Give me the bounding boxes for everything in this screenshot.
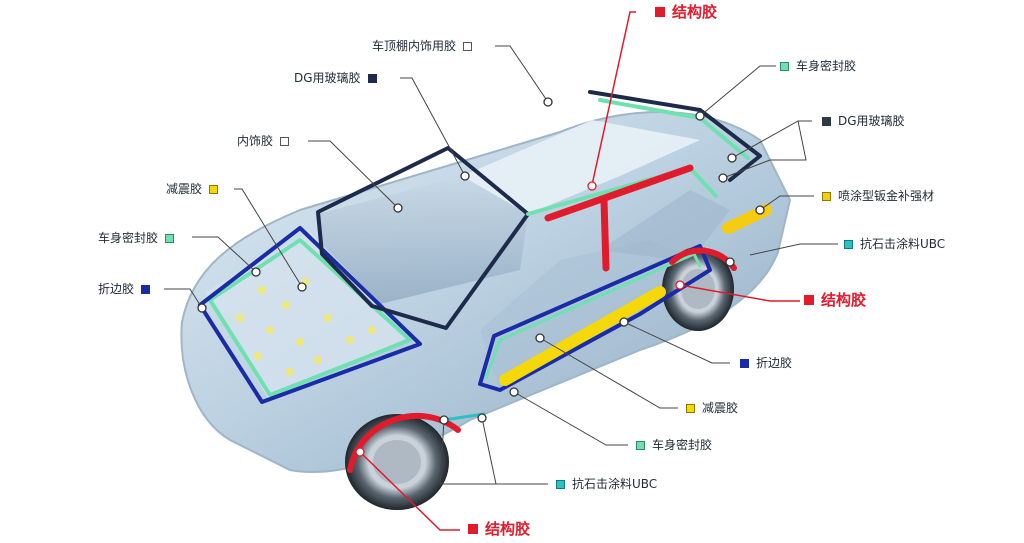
swatch-glass [367, 73, 377, 83]
leader-dg-glass-right-2 [722, 120, 807, 179]
label-text: 抗石击涂料UBC [572, 477, 658, 491]
leader-interior-trim [308, 140, 399, 209]
leader-hem-left [164, 288, 203, 309]
label-structural-top: 结构胶 [655, 3, 718, 21]
b-pillar-vertical [600, 196, 610, 272]
hood-seal-line [208, 238, 412, 397]
leader-spray [759, 195, 814, 211]
windshield-glass-line [316, 146, 530, 330]
leader-structural-right [679, 284, 800, 302]
label-text: 车顶棚内饰用胶 [372, 39, 457, 53]
label-roof-trim: 车顶棚内饰用胶 [372, 39, 473, 53]
leader-body-seal-bottom [513, 391, 628, 446]
label-text: 结构胶 [672, 3, 718, 21]
adhesive-lines [198, 90, 772, 473]
label-text: 喷涂型钣金补强材 [838, 189, 935, 203]
b-pillar-structural [544, 164, 694, 222]
label-text: DG用玻璃胶 [838, 114, 905, 128]
leader-ubc-bottom-2 [439, 419, 496, 485]
front-ubc-line [442, 412, 486, 422]
label-text: 结构胶 [485, 520, 531, 538]
swatch-body-seal [636, 440, 645, 450]
hood-hem-line [198, 226, 422, 404]
swatch-structural [655, 7, 665, 17]
swatch-glass-dark [822, 116, 831, 126]
leader-hem-right [623, 321, 730, 364]
swatch-damping [686, 403, 695, 413]
label-text: 车身密封胶 [652, 438, 713, 452]
label-ubc-bottom: 抗石击涂料UBC [556, 477, 657, 491]
label-structural-bottom: 结构胶 [468, 520, 531, 538]
label-spray-reinforce: 喷涂型钣金补强材 [822, 189, 934, 203]
leader-structural-bottom [359, 451, 460, 531]
swatch-ubc [556, 479, 565, 489]
swatch-hem [740, 358, 749, 368]
label-text: 减震胶 [166, 182, 203, 196]
leader-dg-glass-left [400, 77, 466, 177]
label-hem-right: 折边胶 [740, 356, 792, 370]
swatch-interior [280, 136, 290, 146]
leader-roof-trim [495, 45, 549, 103]
label-text: 折边胶 [756, 356, 793, 370]
swatch-body-seal [780, 61, 789, 71]
label-text: 折边胶 [98, 282, 135, 296]
rear-glass-line [588, 90, 762, 182]
label-text: 结构胶 [821, 291, 867, 309]
swatch-hem [141, 284, 151, 294]
label-text: 车身密封胶 [796, 59, 857, 73]
label-body-seal-left: 车身密封胶 [98, 231, 175, 245]
label-damping-left: 减震胶 [166, 182, 219, 196]
label-dg-glass-left: DG用玻璃胶 [294, 71, 377, 85]
rear-wheel [662, 247, 734, 331]
swatch-interior [463, 41, 473, 51]
leader-structural-top [591, 11, 636, 186]
door-hem-line [478, 244, 712, 392]
label-text: 内饰胶 [237, 134, 274, 148]
swatch-structural [804, 295, 814, 305]
leader-body-seal-left [192, 236, 257, 273]
label-ubc-right: 抗石击涂料UBC [844, 237, 945, 251]
label-body-seal-right: 车身密封胶 [780, 59, 856, 73]
label-damping-right: 减震胶 [686, 401, 738, 415]
label-text: DG用玻璃胶 [294, 71, 361, 85]
label-dg-glass-right: DG用玻璃胶 [822, 114, 905, 128]
label-text: 车身密封胶 [98, 231, 159, 245]
anchor-dots [197, 97, 765, 457]
swatch-structural [468, 524, 478, 534]
label-body-seal-bottom: 车身密封胶 [636, 438, 712, 452]
label-text: 减震胶 [702, 401, 739, 415]
leader-ubc-right [749, 243, 838, 256]
swatch-ubc [844, 239, 853, 249]
hood-damping-dots [236, 278, 376, 376]
door-seal-line [484, 252, 702, 380]
label-text: 抗石击涂料UBC [860, 237, 946, 251]
swatch-damping [209, 184, 219, 194]
door-damping-strip [499, 286, 666, 386]
leader-damping-left [234, 188, 303, 288]
front-wheel [345, 414, 449, 510]
leader-lines [164, 11, 838, 531]
label-interior-trim: 内饰胶 [237, 134, 290, 148]
leader-ubc-bottom [481, 417, 548, 485]
swatch-spray [822, 191, 831, 201]
leader-body-seal-right [699, 65, 776, 117]
label-structural-right: 结构胶 [804, 291, 867, 309]
leader-damping-right [539, 337, 678, 409]
swatch-body-seal [165, 233, 175, 243]
label-hem-left: 折边胶 [98, 282, 151, 296]
